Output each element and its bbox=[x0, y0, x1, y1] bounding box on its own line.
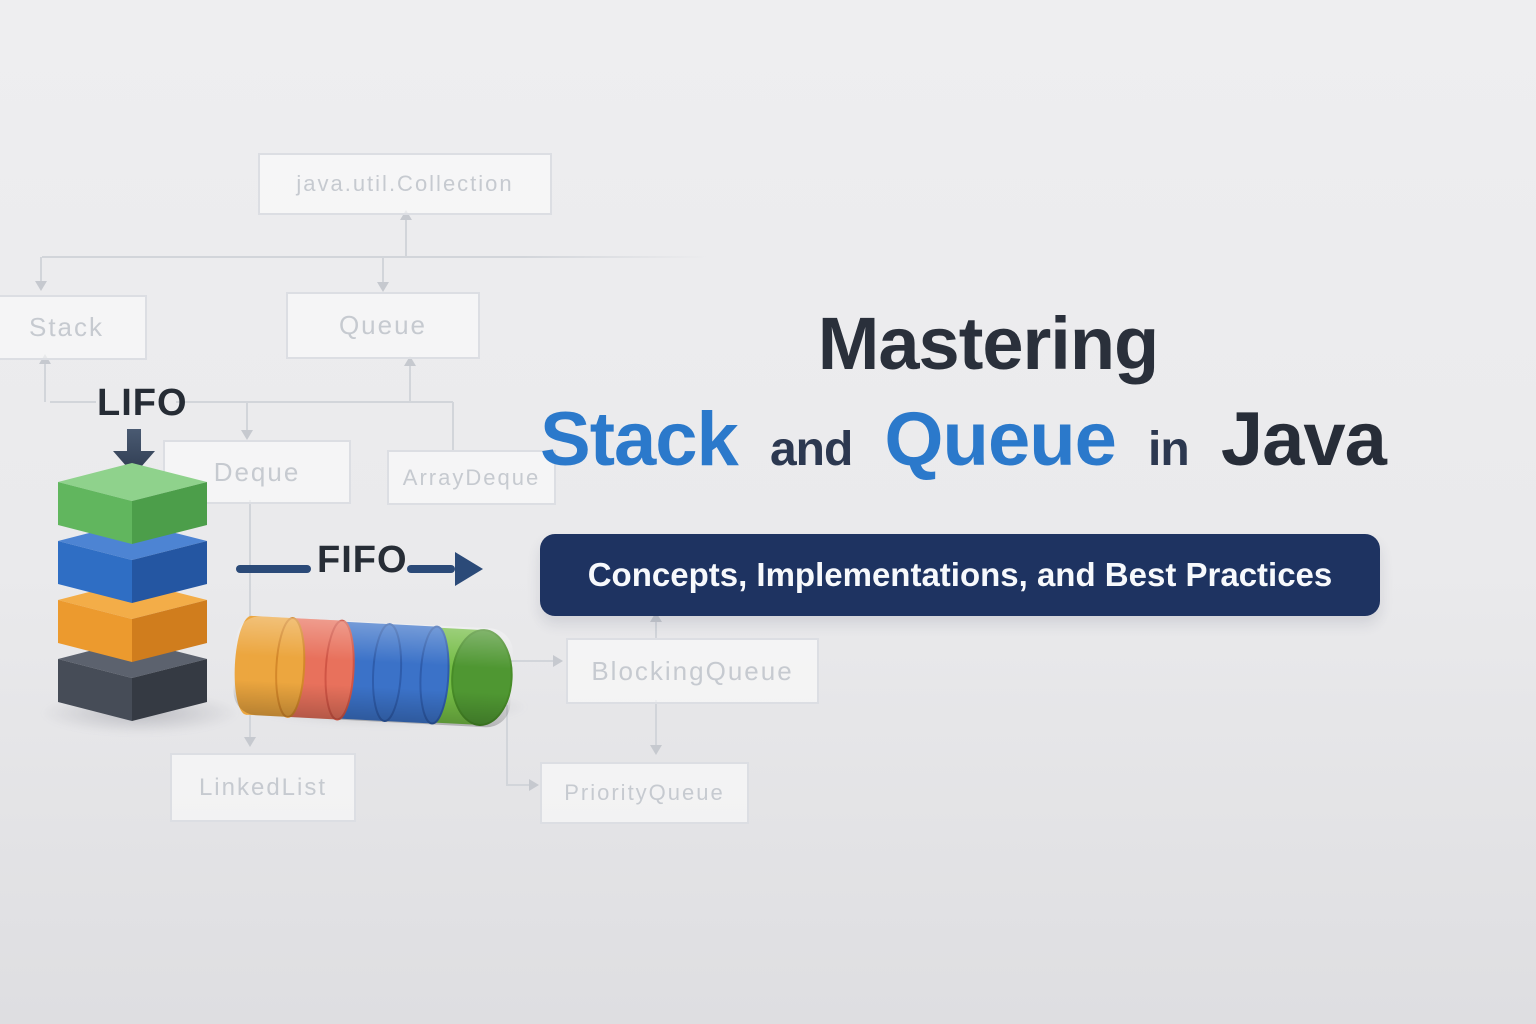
fifo-right-arrow-icon bbox=[407, 552, 483, 586]
arrowhead-down-icon bbox=[241, 430, 253, 440]
node-priorityqueue: PriorityQueue bbox=[540, 762, 749, 824]
title-word-and: and bbox=[769, 423, 853, 477]
connector-line bbox=[655, 700, 657, 749]
arrowhead-down-icon bbox=[377, 282, 389, 292]
title-word-java: Java bbox=[1220, 397, 1387, 483]
stack-blocks-illustration bbox=[58, 463, 207, 721]
arrowhead-right-icon bbox=[553, 655, 563, 667]
title-line2: Stack and Queue in Java bbox=[540, 397, 1387, 483]
arrowhead-up-icon bbox=[404, 356, 416, 366]
title-word-stack: Stack bbox=[540, 397, 739, 483]
connector-line bbox=[176, 401, 453, 403]
fifo-line bbox=[236, 565, 311, 573]
connector-line bbox=[655, 620, 657, 638]
arrowhead-up-icon bbox=[650, 612, 662, 622]
title-word-in: in bbox=[1148, 423, 1190, 477]
tube-shading-overlay bbox=[233, 616, 513, 728]
lifo-down-arrow-icon bbox=[113, 429, 155, 475]
title-word-queue: Queue bbox=[884, 397, 1116, 483]
node-arraydeque: ArrayDeque bbox=[387, 450, 556, 505]
connector-line bbox=[246, 402, 248, 433]
stack-block-green bbox=[58, 463, 207, 544]
connector-line bbox=[452, 402, 454, 450]
node-java-util-collection: java.util.Collection bbox=[258, 153, 552, 215]
arrowhead-down-icon bbox=[650, 745, 662, 755]
arrowhead-down-icon bbox=[244, 737, 256, 747]
connector-line bbox=[506, 784, 531, 786]
queue-cylinders-illustration bbox=[233, 615, 513, 728]
connector-line bbox=[42, 256, 710, 258]
connector-line bbox=[409, 365, 411, 402]
connector-line bbox=[500, 660, 555, 662]
fifo-label: FIFO bbox=[317, 539, 408, 581]
arrowhead-right-icon bbox=[529, 779, 539, 791]
arrowhead-up-icon bbox=[400, 210, 412, 220]
subtitle-banner: Concepts, Implementations, and Best Prac… bbox=[540, 534, 1380, 617]
node-linkedlist: LinkedList bbox=[170, 753, 356, 822]
connector-line bbox=[382, 257, 384, 284]
lifo-label: LIFO bbox=[97, 382, 188, 424]
arrowhead-down-icon bbox=[35, 281, 47, 291]
connector-line bbox=[405, 219, 407, 257]
node-blockingqueue: BlockingQueue bbox=[566, 638, 819, 704]
title-line1: Mastering bbox=[817, 302, 1160, 385]
connector-line bbox=[40, 257, 42, 283]
node-queue: Queue bbox=[286, 292, 480, 359]
connector-line bbox=[44, 363, 46, 402]
connector-line bbox=[50, 401, 96, 403]
title-block: Mastering Stack and Queue in Java Concep… bbox=[540, 303, 1387, 617]
node-stack: Stack bbox=[0, 295, 147, 360]
connector-line bbox=[506, 705, 508, 786]
